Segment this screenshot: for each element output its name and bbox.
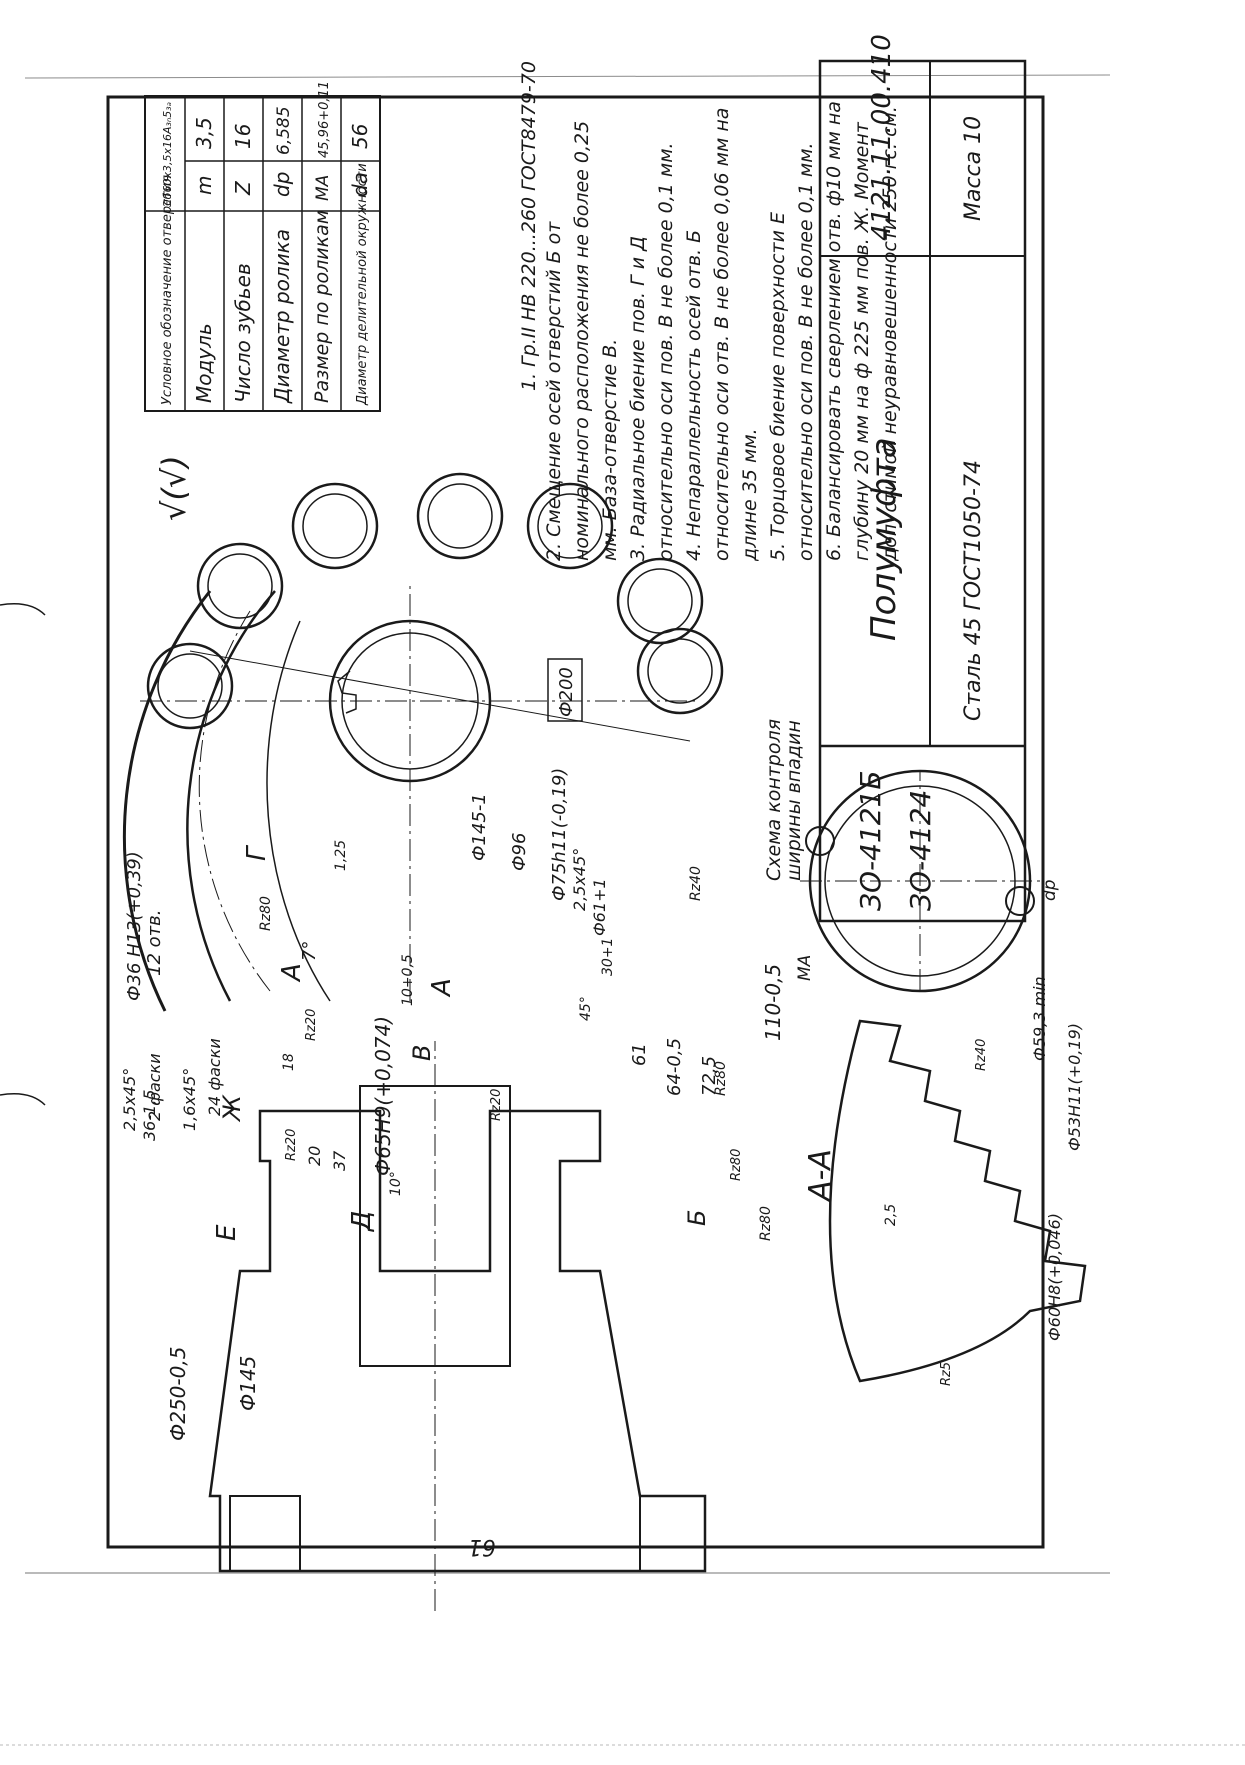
dim-d145-top: Ф145-1 [469, 793, 490, 861]
dim-ch3: 2,5x45° [570, 848, 589, 911]
dim-ch1: 2,5x45° [120, 1068, 139, 1131]
detail-r25: 2,5 [883, 1204, 899, 1226]
control-scheme: Схема контроля ширины впадин MA dp [763, 719, 1060, 993]
technical-notes: 1. Гр.II НВ 220...260 ГОСТ8479-70 2. Сме… [518, 61, 901, 561]
dim-d61: Ф61+1 [590, 878, 609, 936]
tooth-detail: Ф59,3 min Ф53Н11(+0,19) Ф60Н8(+0,046) 2,… [828, 976, 1087, 1386]
title-mass: Масса 10 [961, 116, 986, 221]
table-r0-label: Условное обозначение отверстия [160, 175, 175, 405]
note-2: 2. Смещение осей отверстий Б от номиналь… [543, 120, 621, 561]
dim-d145: Ф145 [236, 1356, 260, 1411]
rough-5: Rz20 [489, 1089, 504, 1121]
detail-d60: Ф60Н8(+0,046) [1045, 1213, 1064, 1341]
dim-ang7: 7° [299, 941, 320, 961]
rough-8: Rz80 [758, 1206, 774, 1241]
rough-2: Rz40 [688, 866, 704, 901]
rough-3: Rz80 [713, 1061, 729, 1096]
table-r4-label: Размер по роликам [311, 210, 333, 403]
dim-ang10: 10° [388, 1171, 404, 1196]
letter-D: Д [347, 1211, 377, 1232]
table-r2-sym: Z [231, 180, 255, 196]
dim-l20: 20 [305, 1146, 324, 1166]
scheme-caption-1: Схема контроля [763, 719, 785, 881]
dim-d96: Ф96 [509, 833, 530, 871]
section-body [208, 1109, 707, 1573]
page-number: — 61 — [439, 1534, 525, 1559]
letter-Zh: Ж [218, 1094, 246, 1123]
detail-rz40: Rz40 [974, 1039, 989, 1071]
front-view: Ф200 Ф36 Н13(+0,39) 12 отв. [122, 472, 724, 1012]
letter-A1: А [277, 963, 307, 983]
title-material: Сталь 45 ГОСТ1050-74 [961, 460, 986, 721]
dim-d65: Ф65Н9(+0,074) [371, 1016, 395, 1176]
rough-1: Rz80 [258, 896, 274, 931]
note-3: 3. Радиальное биение пов. Г и Д относите… [627, 142, 677, 561]
rough-4: Rz20 [304, 1009, 319, 1041]
table-r5-sym: da [348, 172, 372, 197]
bolt-circle-dim-box [547, 658, 583, 722]
table-r5-val: 56 [348, 124, 372, 149]
bolt-holes [146, 472, 724, 730]
table-r3-sym: dp [270, 172, 294, 197]
dim-ch1b: 2 фаски [145, 1053, 164, 1121]
title-name: Полумуфта [864, 437, 904, 641]
bolt-circle-dim: Ф200 [556, 667, 577, 717]
dim-ch2b: 24 фаски [205, 1038, 224, 1116]
title-designation: 4121.11.00.410 [867, 34, 897, 241]
letter-V: В [408, 1045, 436, 1061]
note-5: 5. Торцовое биение поверхности Е относит… [767, 142, 817, 561]
title-block: ЗО-4121Б ЗО-4124 Полумуфта 4121.11.00.41… [818, 34, 1027, 923]
letter-G: Г [242, 844, 272, 861]
title-code-1: ЗО-4121Б [854, 770, 887, 911]
dim-d250: Ф250-0,5 [166, 1347, 190, 1441]
table-r4-val: 45,96+0,11 [317, 81, 332, 158]
table-r5-label: Диаметр делительной окружности [355, 163, 370, 406]
drawing-frame [106, 95, 1045, 1549]
table-r1-label: Модуль [192, 323, 216, 403]
dim-d125: 1,25 [333, 840, 349, 871]
dim-ch2: 1,6x45° [180, 1068, 199, 1131]
detail-d59: Ф59,3 min [1030, 976, 1049, 1061]
letter-E: Е [212, 1224, 242, 1241]
detail-rz5: Rz5 [939, 1362, 954, 1386]
note-4: 4. Непараллельность осей отв. Б относите… [683, 107, 761, 561]
table-r3-label: Диаметр ролика [270, 229, 294, 404]
table-r1-sym: m [192, 176, 216, 195]
dim-ang45: 45° [578, 996, 594, 1021]
table-r0-value: Эб60x3,5x16A₃ₙ5₃ₐ [161, 102, 174, 208]
note-1: 1. Гр.II НВ 220...260 ГОСТ8479-70 [518, 61, 540, 391]
dim-l30: 30+1 [600, 938, 616, 976]
scheme-ma: MA [795, 955, 815, 981]
letter-A2: А [427, 978, 457, 998]
table-r3-val: 6,585 [274, 106, 294, 155]
dim-len110: 110-0,5 [761, 964, 785, 1041]
table-r1-val: 3,5 [192, 117, 216, 149]
holes-count: 12 отв. [144, 910, 165, 976]
table-r2-val: 16 [231, 124, 255, 149]
dim-l36: 36-1,5 [140, 1089, 159, 1141]
table-r4-sym: MA [313, 175, 333, 201]
gear-parameters-table: Условное обозначение отверстия Эб60x3,5x… [144, 81, 381, 412]
dim-l18: 18 [281, 1053, 297, 1071]
table-r2-label: Число зубьев [231, 263, 255, 403]
rough-6: Rz20 [284, 1129, 299, 1161]
holes-dim: Ф36 Н13(+0,39) [124, 851, 145, 1001]
letter-B: Б [683, 1210, 711, 1226]
rough-7: Rz80 [729, 1149, 744, 1181]
dim-l61: 61 [629, 1043, 650, 1066]
section-view: Ф250-0,5 Ф145 Ф145-1 Ф96 Ф75h11(-0,19) Ф… [120, 768, 838, 1611]
dim-l37: 37 [330, 1150, 349, 1171]
scheme-caption-2: ширины впадин [783, 720, 805, 881]
dim-d75: Ф75h11(-0,19) [549, 768, 570, 901]
dim-l10: 10+0,5 [400, 954, 416, 1006]
scheme-dp: dp [1040, 879, 1060, 901]
dim-l64: 64-0,5 [664, 1038, 685, 1096]
detail-d53: Ф53Н11(+0,19) [1065, 1023, 1084, 1151]
general-roughness-mark: √(√) [155, 455, 193, 521]
dim-l72: 72,5 [699, 1056, 720, 1096]
